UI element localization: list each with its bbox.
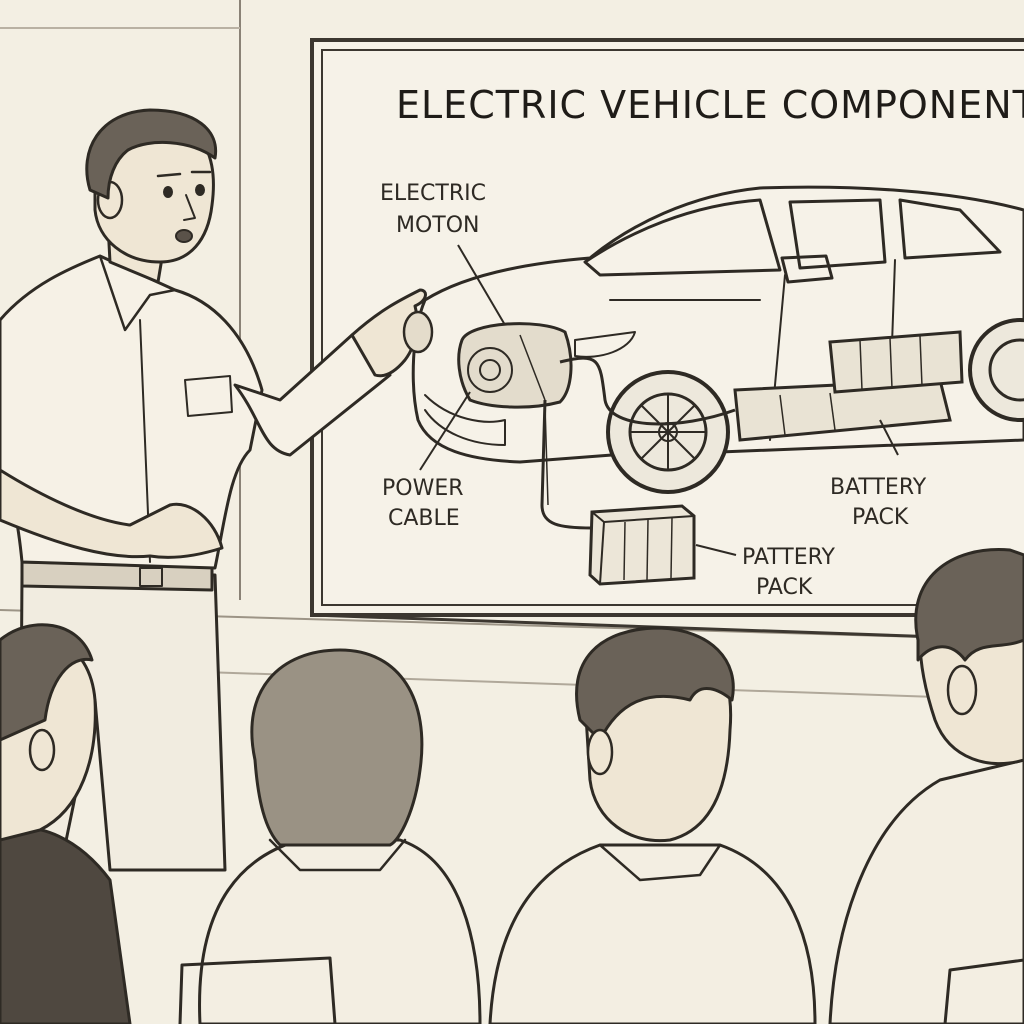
box-pack	[588, 504, 696, 586]
presenter-pointing-hand	[350, 288, 427, 378]
car-rear-window	[898, 198, 1002, 260]
presenter-shirt	[0, 254, 264, 570]
label-power-cable-1: POWER	[382, 476, 464, 501]
presenter-lower-arm	[0, 468, 224, 559]
audience-member-1	[0, 623, 132, 1024]
label-electric-motor-1: ELECTRIC	[380, 181, 486, 206]
audience-member-4	[828, 548, 1024, 1024]
label-power-cable-2: CABLE	[388, 506, 460, 531]
board-title: ELECTRIC VEHICLE COMPONENT	[396, 83, 1024, 127]
label-battery-pack-1: BATTERY	[830, 475, 927, 500]
car-door-window	[788, 198, 887, 270]
rear-wheel	[968, 318, 1024, 422]
power-cable	[540, 356, 736, 530]
audience-member-2	[198, 648, 482, 1024]
car-bumper	[424, 394, 506, 446]
presenter-hair	[85, 108, 218, 200]
label-leaders	[419, 244, 899, 556]
chair-back-2	[943, 958, 1024, 1024]
chair-back	[178, 956, 337, 1024]
audience	[0, 548, 1024, 1024]
car-window	[583, 198, 782, 277]
front-wheel	[606, 370, 730, 494]
car-headlight	[574, 331, 636, 358]
label-electric-motor-2: MOTON	[396, 213, 480, 238]
audience-member-3	[488, 626, 817, 1024]
label-battery-pack-2: PACK	[852, 505, 909, 530]
side-mirror	[780, 254, 834, 284]
label-box-pack-2: PACK	[756, 575, 813, 600]
car-battery-pack	[733, 330, 964, 442]
electric-motor	[457, 322, 573, 409]
label-box-pack-1: PATTERY	[742, 545, 835, 570]
car-illustration	[411, 185, 1024, 464]
